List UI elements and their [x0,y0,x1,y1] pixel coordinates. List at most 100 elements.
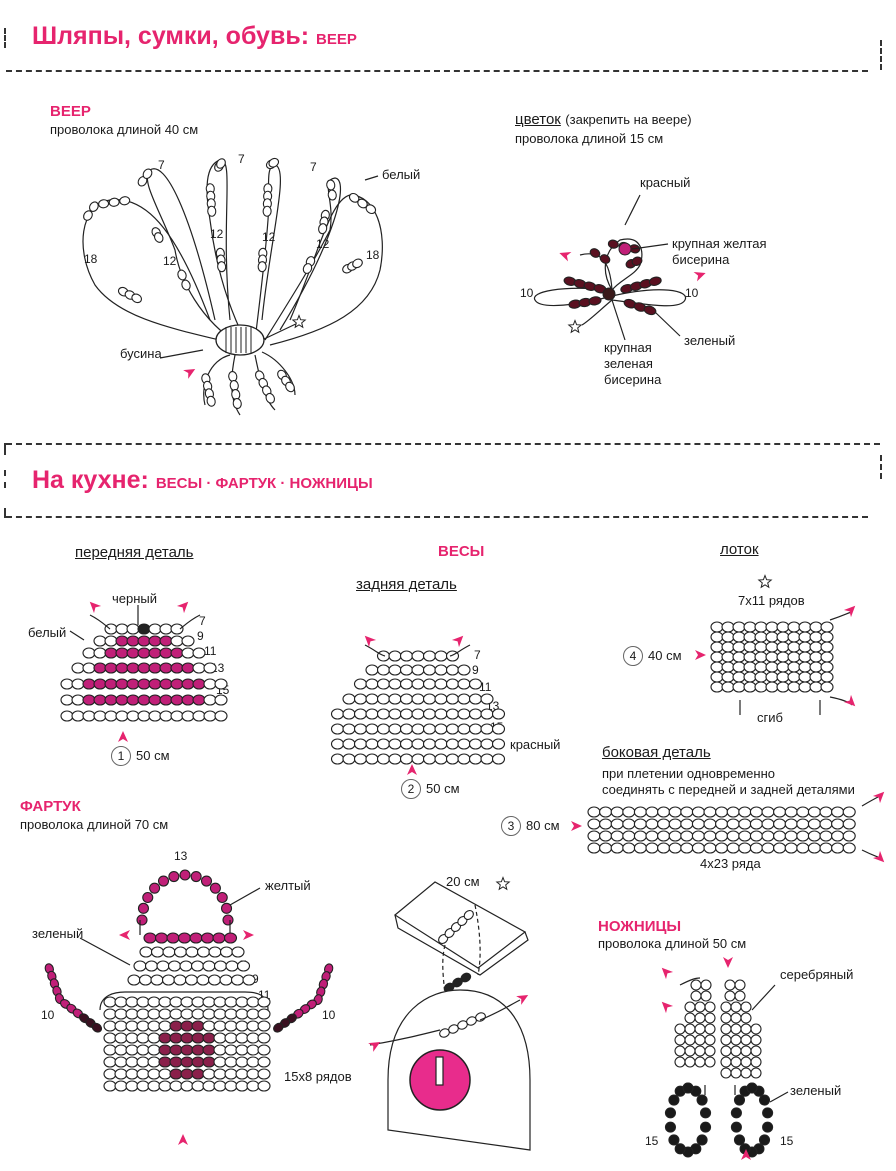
back-bead [353,708,368,720]
scissors-n15b: 15 [780,1134,794,1148]
back-bead [399,664,414,676]
tray-fold-leader [739,700,821,715]
fan-bead [206,395,216,407]
tray-bead [765,651,779,663]
apron-title: ФАРТУК [20,798,81,815]
apron-n10b: 10 [322,1008,336,1022]
back-wire [364,644,471,657]
side-bead [784,806,798,818]
scissors-silver-bead [704,1012,716,1024]
tray-bead [765,641,779,653]
apron-bead [246,1020,260,1032]
apron-bead [257,1056,271,1068]
apron-bead [147,1044,161,1056]
apron-bead [235,1068,249,1080]
tray-bead [776,641,790,653]
side-bead [726,806,740,818]
scissors-green-bead [730,1121,742,1133]
scales-tray-edge [394,914,529,976]
side-bead [715,818,729,830]
tray-bead [776,661,790,673]
front-bead [181,678,195,690]
side-bead [599,818,613,830]
apron-bead [114,996,128,1008]
front-bead [60,710,74,722]
scissors-silver-bead [750,1067,762,1079]
apron-bead [158,1008,172,1020]
apron-bead [180,1008,194,1020]
tray-bead [820,661,834,673]
side-bead [633,830,647,842]
side-bead [726,842,740,854]
apron-bead [196,946,211,958]
tray-bead [754,661,768,673]
side-bead [726,818,740,830]
front-label-black: черный [112,591,158,606]
side-bead [807,806,821,818]
back-bead [434,650,448,662]
apron-bead [190,960,205,972]
back-bead [445,664,460,676]
front-bead [170,647,184,659]
front-bead [159,710,173,722]
flower-label-big-yellow: крупная желтая бисерина [672,236,767,267]
tray-bead [743,671,757,683]
scissors-arrow-icon [741,1149,751,1160]
back-bead [376,678,391,690]
front-bead [148,710,162,722]
front-bead [104,694,118,706]
tray-bead [721,651,735,663]
apron-bead [236,960,251,972]
fan-bead [153,232,164,243]
side-bead [796,806,810,818]
side-step-arrow-icon [571,821,582,831]
apron-top-bead [200,875,213,887]
apron-bead [103,996,117,1008]
front-step-arrow-icon [118,731,128,742]
scissors-silver-bead [704,1056,716,1068]
scissors-silver-bead [740,1056,752,1068]
apron-bead [184,974,199,986]
back-bead [422,723,437,735]
tray-bead [765,631,779,643]
tray-bead [710,641,724,653]
side-bead [842,830,856,842]
apron-bead [224,1080,238,1092]
tray-bead [765,671,779,683]
scales-star-icon [495,876,511,891]
scissors-silver-bead [740,1067,752,1079]
scissors-title: НОЖНИЦЫ [598,918,682,935]
tray-bead [809,651,823,663]
front-arrow-icon [89,601,102,614]
scissors-silver-bead [730,1056,742,1068]
side-bead [761,842,775,854]
back-bead [365,664,379,676]
tray-arrow-icon [843,694,856,707]
tray-bead [798,671,812,683]
apron-bead [103,1068,117,1080]
front-bead [93,710,107,722]
front-bead [71,694,85,706]
side-bead [749,806,763,818]
apron-bead [167,960,182,972]
side-bead [691,806,705,818]
side-bead [691,842,705,854]
apron-bead [139,946,153,958]
tray-bead [820,621,834,633]
scissors-silver-bead [704,1045,716,1057]
back-row-11: 11 [479,680,492,694]
back-bead [365,723,379,735]
fan-n18a: 18 [84,252,98,266]
back-step-number: 2 [401,779,421,799]
section2-subtitle: ВЕСЫ · ФАРТУК · НОЖНИЦЫ [155,475,373,492]
back-bead [434,708,448,720]
tray-bead [710,631,724,643]
apron-bead [138,974,153,986]
front-bead [115,623,129,635]
tray-bead [787,681,801,693]
scales-needle [435,1056,444,1086]
back-arrow-icon [451,635,464,648]
front-bead [170,694,184,706]
scissors-green-bead [733,1094,746,1106]
